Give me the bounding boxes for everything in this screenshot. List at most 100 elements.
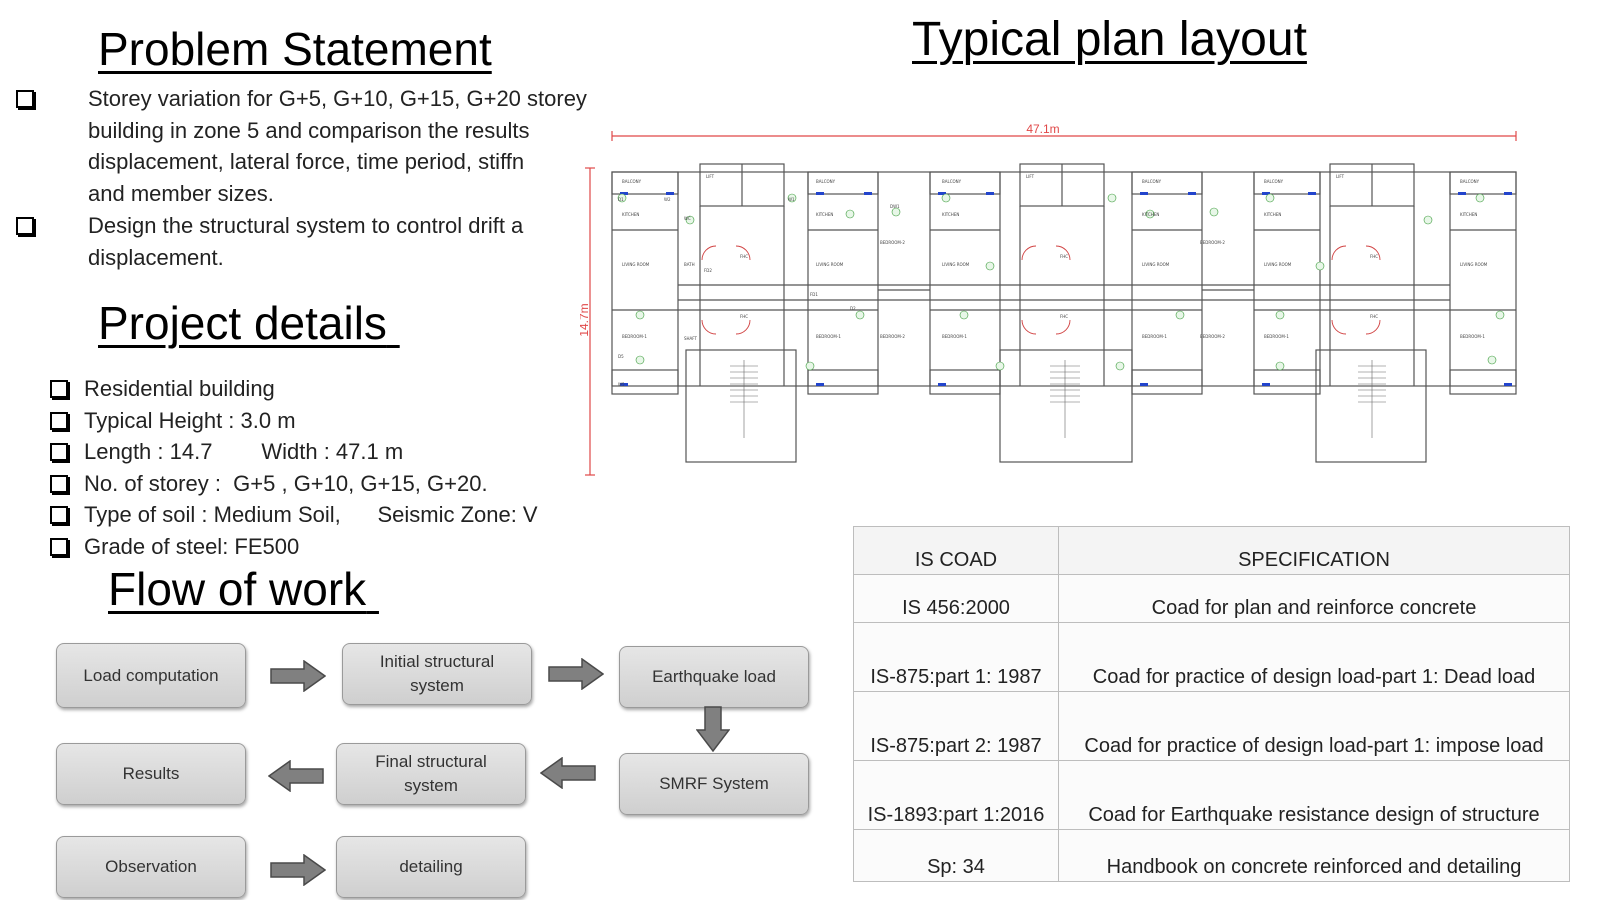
svg-text:BEDROOM-2: BEDROOM-2 — [1200, 240, 1225, 245]
svg-text:FHC: FHC — [740, 314, 748, 319]
flow-box-results: Results — [56, 743, 246, 805]
flow-box-label: Earthquake load — [652, 667, 776, 686]
height-dimension-label: 14.7m — [580, 303, 591, 336]
flow-box-label: Observation — [105, 857, 197, 876]
spec-table-header: IS COAD SPECIFICATION — [853, 526, 1570, 575]
room-label: BALCONY — [622, 179, 642, 184]
svg-text:BEDROOM-2: BEDROOM-2 — [880, 334, 905, 339]
spec-desc-cell: Coad for Earthquake resistance design of… — [1058, 760, 1570, 830]
flow-of-work-heading: Flow of work — [108, 562, 379, 616]
problem-line: displacement. — [88, 244, 224, 270]
svg-text:BEDROOM-1: BEDROOM-1 — [942, 334, 967, 339]
flow-box-final-structural-system: Final structural system — [336, 743, 526, 805]
room-label: BEDROOM-1 — [622, 334, 647, 339]
room-label: D5 — [618, 354, 624, 359]
flow-box-load-computation: Load computation — [56, 643, 246, 708]
checkbox-bullet-icon — [50, 443, 68, 461]
spec-code-cell: IS-1893:part 1:2016 — [853, 760, 1059, 830]
svg-text:FHC: FHC — [1370, 314, 1378, 319]
flow-box-label: Initial structural system — [379, 652, 495, 695]
svg-text:FHC: FHC — [1060, 254, 1068, 259]
arrow-right-icon — [270, 660, 326, 692]
room-label: SHAFT — [684, 336, 698, 341]
svg-text:BEDROOM-1: BEDROOM-1 — [1264, 334, 1289, 339]
arrow-left-icon — [268, 760, 324, 792]
project-detail-item: Residential building — [50, 373, 610, 405]
spec-code-cell: IS-875:part 1: 1987 — [853, 622, 1059, 692]
svg-text:KITCHEN: KITCHEN — [816, 212, 833, 217]
spec-row: Sp: 34 Handbook on concrete reinforced a… — [853, 829, 1570, 882]
problem-statement-list: Storey variation for G+5, G+10, G+15, G+… — [16, 83, 616, 283]
svg-text:KITCHEN: KITCHEN — [1264, 212, 1281, 217]
svg-text:BALCONY: BALCONY — [816, 179, 836, 184]
plan-walls — [611, 163, 1517, 463]
problem-statement-heading: Problem Statement — [98, 23, 492, 75]
project-detail-text: Type of soil : Medium Soil, Seismic Zone… — [84, 502, 538, 527]
problem-line: Storey variation for G+5, G+10, G+15, G+… — [88, 86, 587, 111]
checkbox-bullet-icon — [50, 474, 68, 493]
project-details-list: Residential building Typical Height : 3.… — [50, 373, 610, 562]
spec-row: IS 456:2000 Coad for plan and reinforce … — [853, 574, 1570, 623]
room-label: D2 — [850, 306, 856, 311]
arrow-right-icon — [270, 854, 326, 886]
flow-box-label: detailing — [399, 857, 463, 876]
room-label: KITCHEN — [622, 212, 639, 217]
svg-text:FHC: FHC — [1370, 254, 1378, 259]
checkbox-bullet-icon — [50, 411, 68, 430]
arrow-down-icon — [696, 706, 730, 752]
spec-row: IS-875:part 1: 1987 Coad for practice of… — [853, 622, 1570, 692]
svg-text:KITCHEN: KITCHEN — [1460, 212, 1477, 217]
width-dimension-label: 47.1m — [1026, 122, 1059, 136]
door-arcs — [701, 245, 1381, 335]
svg-text:LIVING ROOM: LIVING ROOM — [816, 262, 844, 267]
project-detail-item: Length : 14.7 Width : 47.1 m — [50, 436, 610, 468]
svg-text:BEDROOM-1: BEDROOM-1 — [1142, 334, 1167, 339]
room-label: W1 — [788, 197, 795, 202]
flow-of-work-title: Flow of work — [108, 563, 367, 615]
plan-layout-heading: Typical plan layout — [912, 13, 1307, 66]
problem-line: and member sizes. — [88, 180, 274, 206]
svg-text:BALCONY: BALCONY — [1264, 179, 1284, 184]
spec-desc-cell: Coad for practice of design load-part 1:… — [1058, 622, 1570, 692]
checkbox-bullet-icon — [16, 217, 34, 235]
flow-box-observation: Observation — [56, 836, 246, 898]
room-label: W5 — [618, 382, 625, 387]
problem-bullet-1: Storey variation for G+5, G+10, G+15, G+… — [88, 83, 587, 209]
spec-code-cell: IS 456:2000 — [853, 574, 1059, 623]
spec-desc-cell: Coad for plan and reinforce concrete — [1058, 574, 1570, 623]
project-detail-item: Type of soil : Medium Soil, Seismic Zone… — [50, 499, 610, 531]
spec-table: IS COAD SPECIFICATION IS 456:2000 Coad f… — [853, 526, 1570, 882]
flow-box-detailing: detailing — [336, 836, 526, 898]
room-label: WC — [684, 216, 691, 221]
stair-treads — [730, 360, 1386, 438]
room-label: FHC — [740, 254, 748, 259]
window-marks — [620, 192, 1512, 386]
room-label: FD2 — [704, 268, 712, 273]
project-detail-text: Grade of steel: FE500 — [84, 533, 300, 559]
flow-box-earthquake-load: Earthquake load — [619, 646, 809, 708]
svg-text:KITCHEN: KITCHEN — [1142, 212, 1159, 217]
svg-text:FHC: FHC — [1060, 314, 1068, 319]
flow-box-smrf-system: SMRF System — [619, 753, 809, 815]
room-label: D1 — [618, 197, 624, 202]
floor-plan-drawing: 47.1m 14.7m — [580, 122, 1517, 476]
room-label: LIVING ROOM — [622, 262, 650, 267]
spec-desc-cell: Handbook on concrete reinforced and deta… — [1058, 829, 1570, 882]
project-detail-item: Grade of steel: FE500 — [50, 531, 610, 563]
spec-header-specification: SPECIFICATION — [1058, 526, 1570, 575]
spec-desc-cell: Coad for practice of design load-part 1:… — [1058, 691, 1570, 761]
project-detail-item: Typical Height : 3.0 m — [50, 405, 610, 437]
svg-text:LIFT: LIFT — [1026, 174, 1035, 179]
checkbox-bullet-icon — [50, 537, 68, 556]
project-detail-text: Residential building — [84, 376, 275, 401]
room-label: FD1 — [810, 292, 818, 297]
svg-text:BEDROOM-1: BEDROOM-1 — [1460, 334, 1485, 339]
problem-line: displacement, lateral force, time period… — [88, 149, 525, 174]
checkbox-bullet-icon — [50, 380, 68, 398]
room-label: BATH — [684, 262, 695, 267]
problem-line: Design the structural system to control … — [88, 213, 524, 238]
spec-header-code: IS COAD — [853, 526, 1059, 575]
flow-box-label: Results — [122, 764, 180, 783]
door-tags — [617, 193, 1505, 371]
room-label: W2 — [664, 197, 671, 202]
